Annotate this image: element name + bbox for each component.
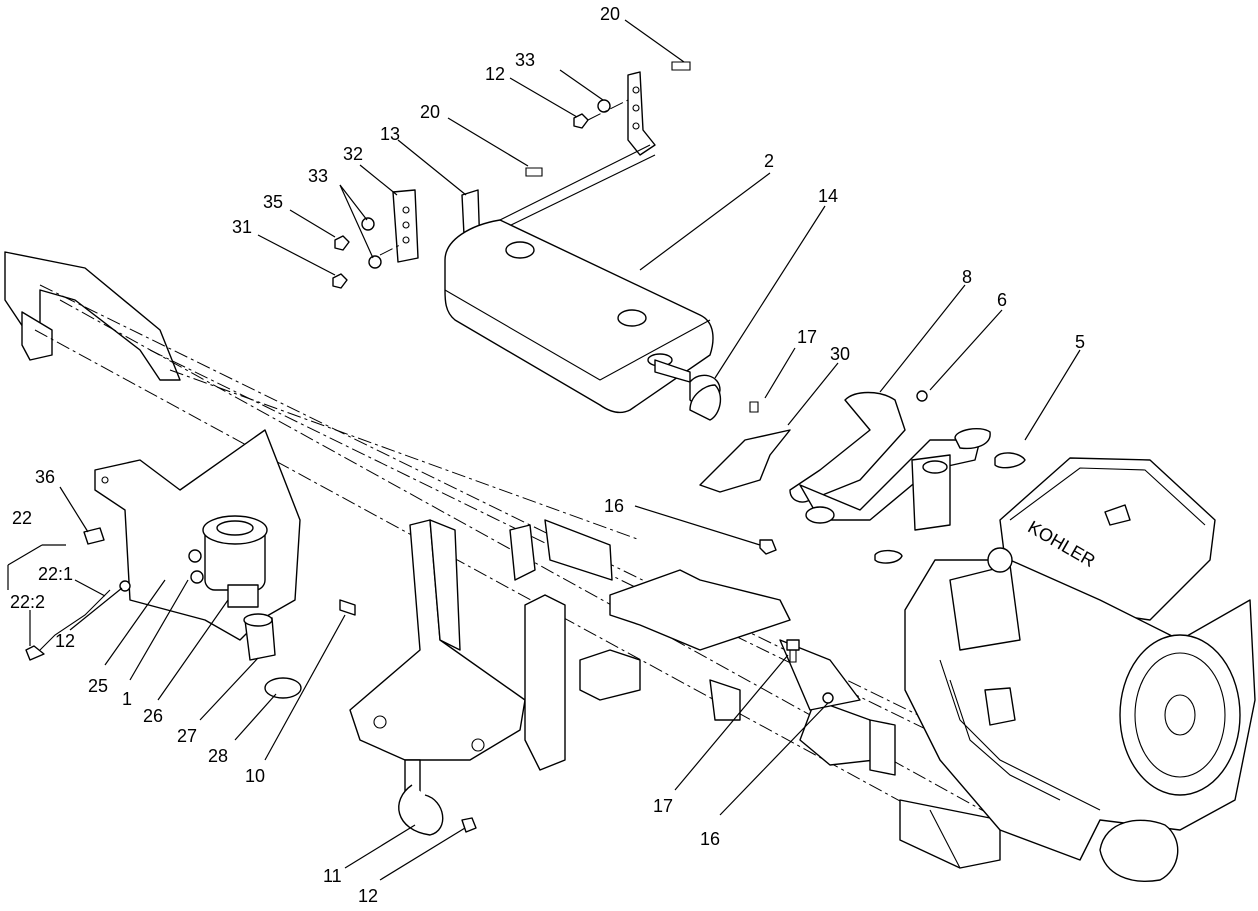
callout-6: 6 xyxy=(997,290,1007,310)
callout-labels: 20 33 12 20 13 32 33 35 31 2 14 8 6 5 17… xyxy=(10,4,1085,906)
callout-16: 16 xyxy=(604,496,624,516)
callout-27: 27 xyxy=(177,726,197,746)
callout-20: 20 xyxy=(600,4,620,24)
exhaust-pipe-assembly xyxy=(689,384,1026,564)
frame-rails xyxy=(4,251,1031,869)
callout-17: 17 xyxy=(797,327,817,347)
callout-1: 1 xyxy=(122,689,132,709)
callout-31: 31 xyxy=(232,217,252,237)
callout-35: 35 xyxy=(263,192,283,212)
leader-lines xyxy=(7,19,1081,881)
lower-fasteners xyxy=(786,639,834,704)
seat-support-brackets xyxy=(349,519,566,836)
callout-32: 32 xyxy=(343,144,363,164)
engine: KOHLER xyxy=(904,457,1256,882)
muffler xyxy=(444,219,721,414)
callout-22-1: 22:1 xyxy=(38,564,73,584)
air-filter-assembly xyxy=(25,429,356,699)
callout-17: 17 xyxy=(653,796,673,816)
callout-33: 33 xyxy=(308,166,328,186)
callout-12: 12 xyxy=(358,886,378,906)
callout-22-2: 22:2 xyxy=(10,592,45,612)
callout-8: 8 xyxy=(962,267,972,287)
callout-12: 12 xyxy=(55,631,75,651)
callout-13: 13 xyxy=(380,124,400,144)
callout-16: 16 xyxy=(700,829,720,849)
callout-22: 22 xyxy=(12,508,32,528)
frame-brackets xyxy=(509,519,896,776)
callout-10: 10 xyxy=(245,766,265,786)
callout-2: 2 xyxy=(764,151,774,171)
callout-11: 11 xyxy=(323,866,342,886)
callout-26: 26 xyxy=(143,706,163,726)
callout-12: 12 xyxy=(485,64,505,84)
callout-36: 36 xyxy=(35,467,55,487)
callout-20: 20 xyxy=(420,102,440,122)
callout-25: 25 xyxy=(88,676,108,696)
callout-33: 33 xyxy=(515,50,535,70)
callout-28: 28 xyxy=(208,746,228,766)
callout-5: 5 xyxy=(1075,332,1085,352)
callout-30: 30 xyxy=(830,344,850,364)
callout-14: 14 xyxy=(818,186,838,206)
